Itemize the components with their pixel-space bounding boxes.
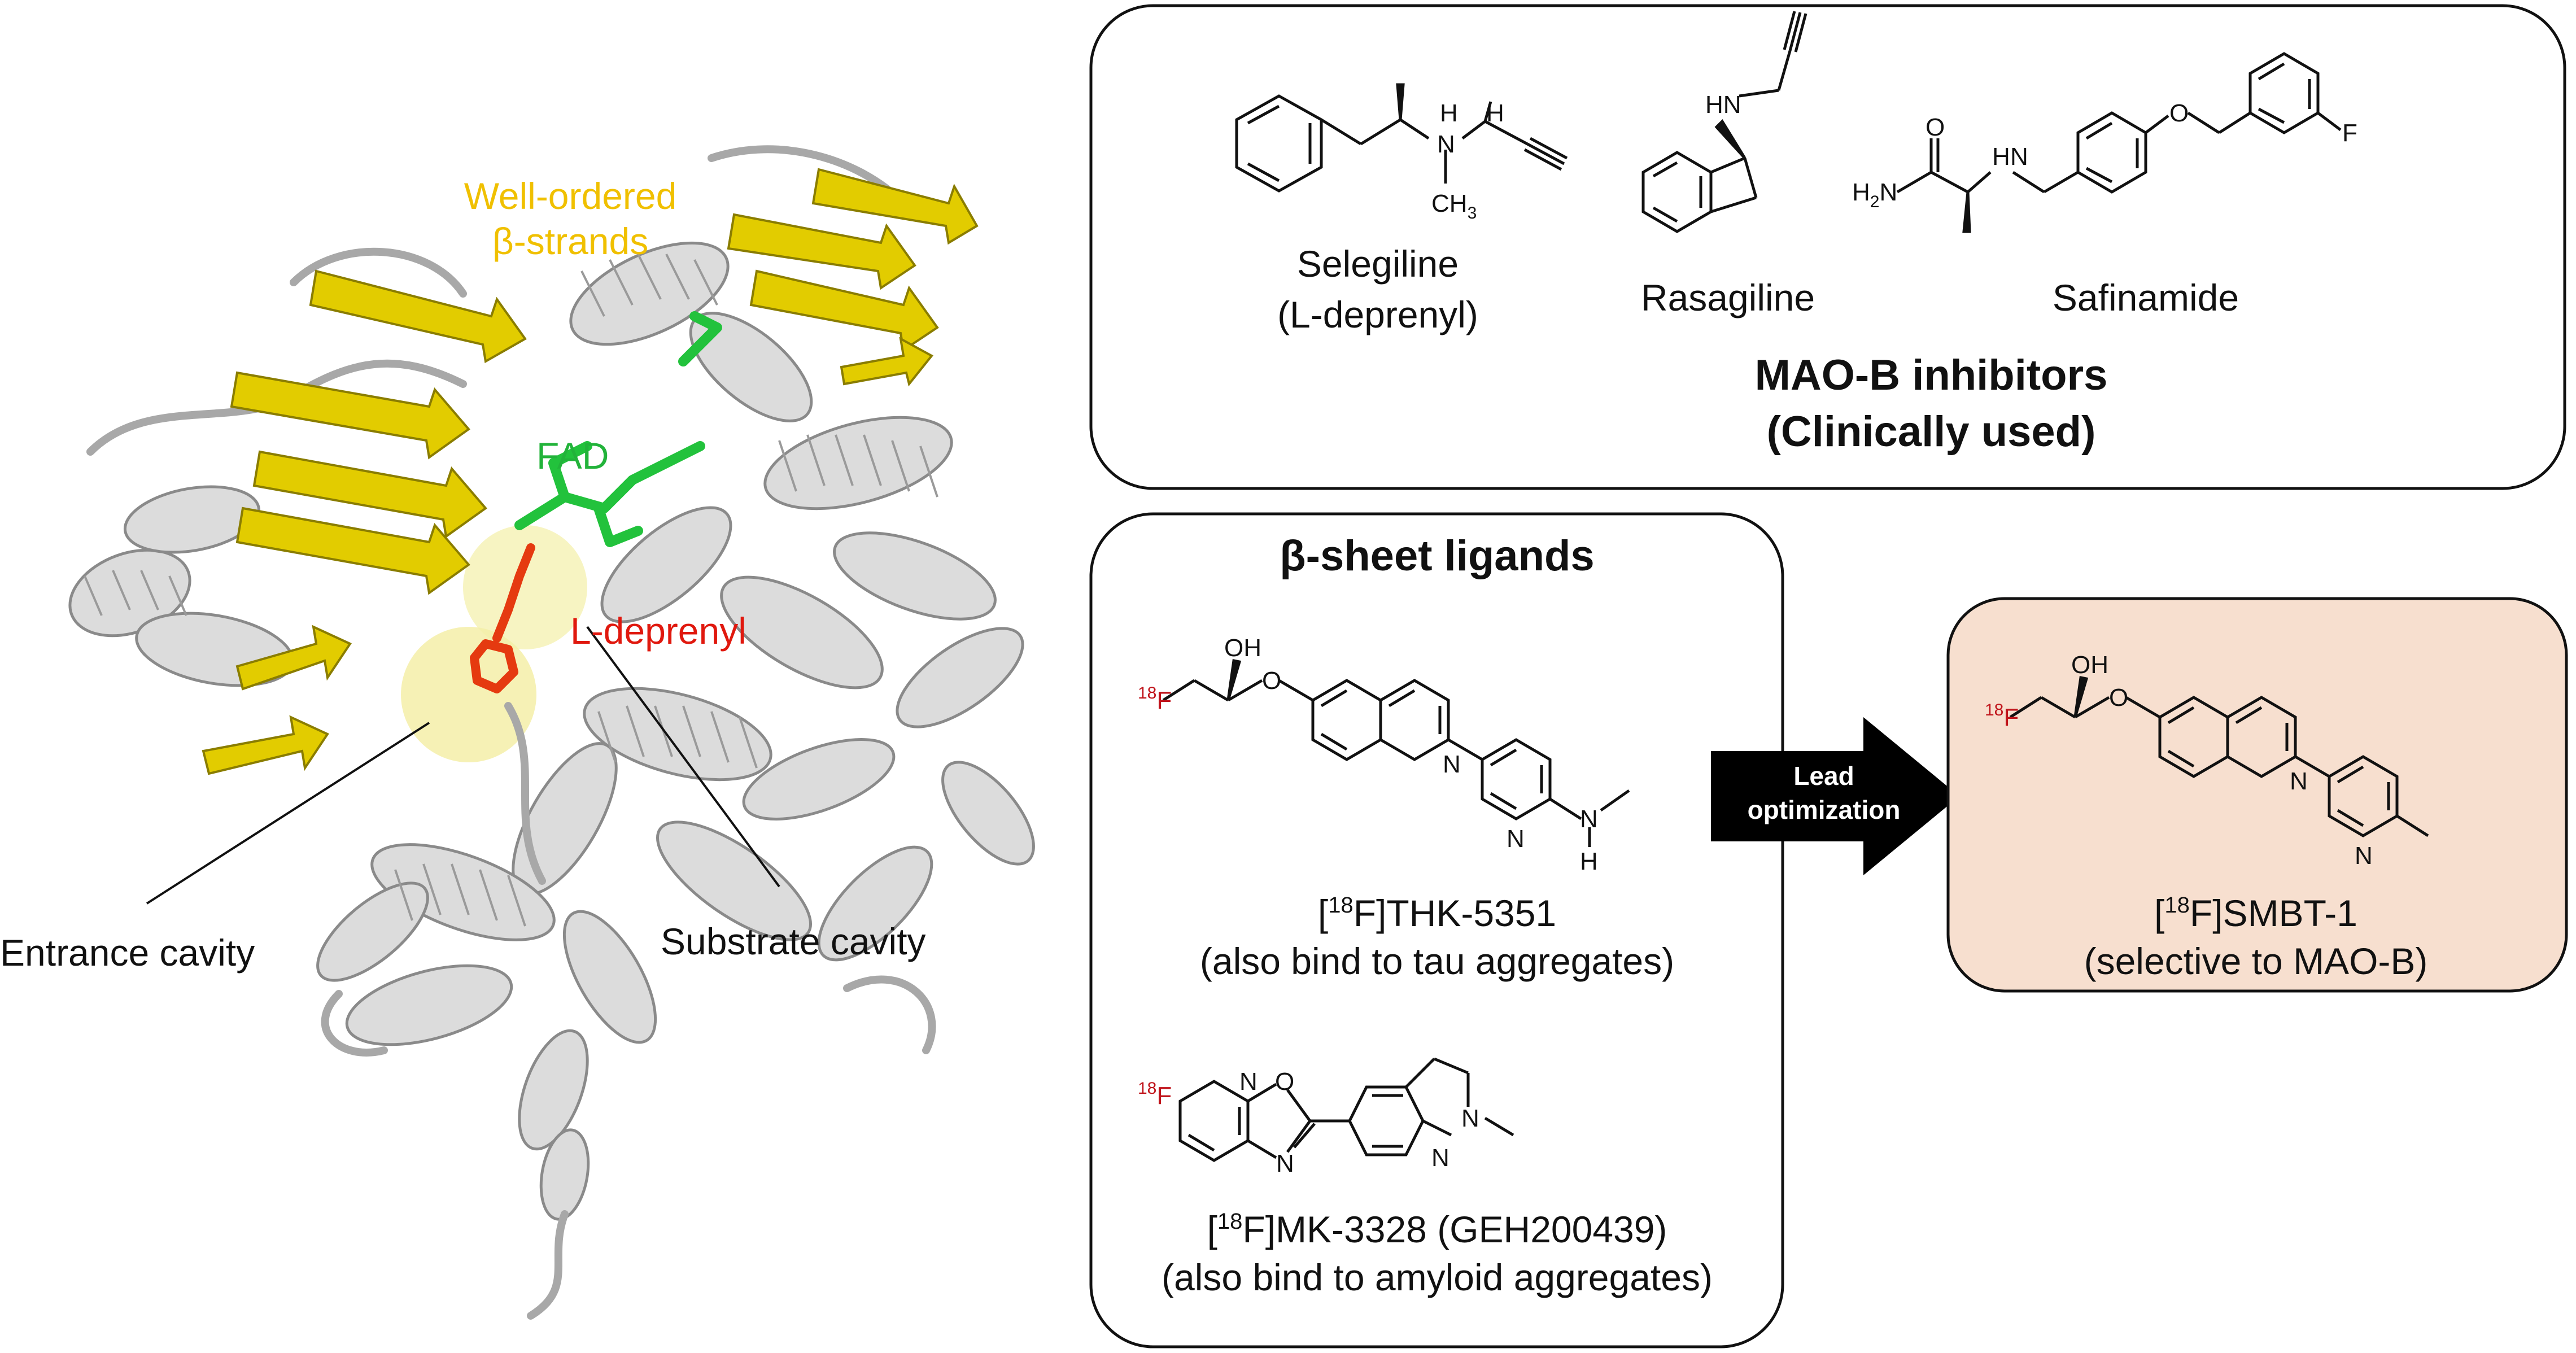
- mk-3328-note: (also bind to amyloid aggregates): [1162, 1256, 1713, 1298]
- safinamide-nh-n: N: [2010, 143, 2028, 171]
- lead-optimization-arrow: Lead optimization: [1711, 717, 1959, 875]
- thk-5351-f18: 18F: [1138, 684, 1172, 714]
- smbt-1-structure: [2009, 676, 2429, 837]
- selegiline-alt-name: (L-deprenyl): [1277, 294, 1478, 335]
- selegiline-n: N: [1437, 130, 1455, 158]
- substrate-cavity-pointer: [586, 626, 780, 888]
- thk-5351-name: [18F]THK-5351: [1318, 892, 1556, 934]
- safinamide-o-ether: O: [2169, 99, 2189, 127]
- mk-3328-n-oxazole: N: [1276, 1150, 1294, 1177]
- well-ordered-label: Well-ordered: [464, 175, 677, 217]
- thk-5351-n-quinoline: N: [1443, 750, 1461, 778]
- smbt-1-box: 18F OH O N N [18F]SMBT-1 (selective to M…: [1946, 597, 2568, 993]
- optimization-label: optimization: [1748, 795, 1901, 824]
- smbt-1-f18: 18F: [1985, 701, 2019, 731]
- mk-3328-n-pyrrole: N: [1461, 1105, 1479, 1132]
- mk-3328-o-oxazole: O: [1275, 1068, 1294, 1096]
- thk-5351-n-amine: N: [1580, 805, 1598, 833]
- thk-5351-h-amine: H: [1580, 848, 1598, 875]
- fad-label: FAD: [536, 435, 609, 477]
- smbt-1-n-quinoline: N: [2290, 767, 2308, 795]
- smbt-1-o: O: [2109, 684, 2128, 712]
- selegiline-ch3: CH3: [1431, 190, 1477, 222]
- mk-3328-n-pyridine: N: [1239, 1068, 1258, 1096]
- safinamide-nh-h: H: [1992, 143, 2010, 171]
- rasagiline-structure: [1641, 11, 1807, 233]
- entrance-cavity-glow: [401, 627, 536, 762]
- substrate-cavity-label: Substrate cavity: [661, 920, 926, 962]
- beta-sheet-title: β-sheet ligands: [1280, 532, 1594, 580]
- protein-structure-panel: Well-ordered β-strands FAD L-deprenyl En…: [0, 145, 1035, 1320]
- mk-3328-structure: [1178, 1057, 1514, 1162]
- safinamide-name: Safinamide: [2053, 277, 2239, 318]
- rasagiline-name: Rasagiline: [1641, 277, 1815, 318]
- l-deprenyl-label: L-deprenyl: [570, 610, 746, 652]
- selegiline-h-left: H: [1440, 99, 1458, 127]
- mao-b-title-line2: (Clinically used): [1767, 408, 2096, 456]
- safinamide-f: F: [2342, 119, 2357, 147]
- entrance-cavity-pointer: [146, 722, 430, 905]
- safinamide-structure: [1896, 52, 2342, 233]
- selegiline-name: Selegiline: [1297, 243, 1459, 285]
- smbt-1-n-pyridine: N: [2355, 842, 2373, 870]
- lead-label: Lead: [1793, 761, 1854, 791]
- beta-sheet-ligands-box: β-sheet ligands 18F OH O N N N H [18F]TH…: [1089, 512, 1784, 1348]
- thk-5351-oh: OH: [1224, 634, 1261, 662]
- smbt-1-note: (selective to MAO-B): [2084, 940, 2428, 982]
- mk-3328-name: [18F]MK-3328 (GEH200439): [1207, 1208, 1667, 1250]
- entrance-cavity-label: Entrance cavity: [0, 932, 255, 974]
- thk-5351-n-pyridine: N: [1507, 825, 1525, 853]
- selegiline-h-right: H: [1486, 99, 1504, 127]
- beta-strands-label: β-strands: [492, 220, 648, 262]
- thk-5351-note: (also bind to tau aggregates): [1200, 940, 1674, 982]
- mao-b-inhibitors-box: H H N CH3 HN: [1089, 4, 2566, 490]
- smbt-1-oh: OH: [2071, 651, 2108, 679]
- thk-5351-structure: [1162, 659, 1630, 847]
- safinamide-h2n: H2N: [1852, 178, 1897, 211]
- mk-3328-n-azaindole: N: [1431, 1144, 1449, 1172]
- smbt-1-name: [18F]SMBT-1: [2154, 892, 2357, 934]
- substrate-cavity-glow: [463, 525, 587, 649]
- rasagiline-hn: HN: [1705, 91, 1741, 119]
- selegiline-structure: [1235, 83, 1568, 193]
- safinamide-o-carbonyl: O: [1926, 114, 1945, 141]
- protein-ribbon: [68, 145, 1035, 1320]
- thk-5351-o: O: [1262, 667, 1281, 695]
- mk-3328-f18: 18F: [1138, 1079, 1172, 1110]
- mao-b-title-line1: MAO-B inhibitors: [1755, 351, 2108, 399]
